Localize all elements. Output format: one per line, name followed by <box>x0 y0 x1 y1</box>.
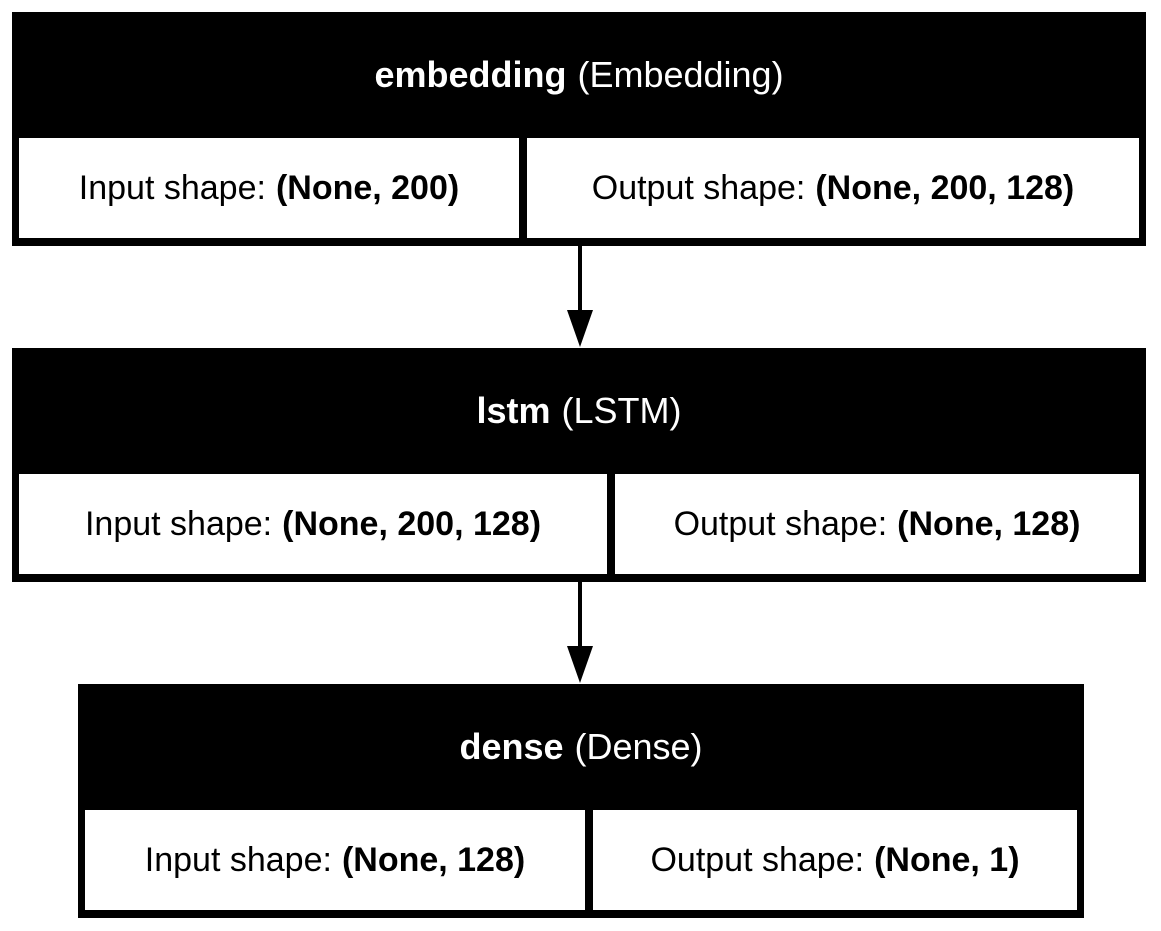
layer-lstm-output-shape-cell: Output shape: (None, 128) <box>615 474 1139 574</box>
arrow-lstm-to-dense <box>567 582 593 683</box>
input-shape-label: Input shape: <box>144 840 332 879</box>
layer-embedding-header: embedding (Embedding) <box>12 12 1146 138</box>
layer-embedding-name: embedding <box>374 54 567 95</box>
arrow-embedding-to-lstm <box>567 246 593 347</box>
layer-dense-type: (Dense) <box>574 726 703 767</box>
layer-embedding-box: embedding (Embedding) Input shape: (None… <box>12 12 1146 246</box>
layer-dense-name: dense <box>459 726 564 767</box>
input-shape-value: (None, 200) <box>275 168 460 207</box>
layer-embedding-type: (Embedding) <box>577 54 784 95</box>
input-shape-label: Input shape: <box>84 504 273 543</box>
output-shape-label: Output shape: <box>650 840 865 879</box>
layer-lstm-name: lstm <box>476 390 551 431</box>
layer-embedding-input-shape-cell: Input shape: (None, 200) <box>19 138 519 238</box>
layer-embedding-output-shape-cell: Output shape: (None, 200, 128) <box>527 138 1139 238</box>
output-shape-value: (None, 1) <box>874 840 1020 879</box>
output-shape-label: Output shape: <box>673 504 888 543</box>
layer-lstm-header: lstm (LSTM) <box>12 348 1146 474</box>
layer-lstm-box: lstm (LSTM) Input shape: (None, 200, 128… <box>12 348 1146 582</box>
output-shape-value: (None, 128) <box>897 504 1081 543</box>
layer-dense-output-shape-cell: Output shape: (None, 1) <box>593 810 1077 910</box>
layer-lstm-type: (LSTM) <box>561 390 682 431</box>
layer-lstm-input-shape-cell: Input shape: (None, 200, 128) <box>19 474 607 574</box>
layer-dense-box: dense (Dense) Input shape: (None, 128) O… <box>78 684 1084 918</box>
layer-dense-input-shape-cell: Input shape: (None, 128) <box>85 810 585 910</box>
output-shape-label: Output shape: <box>591 168 806 207</box>
input-shape-value: (None, 128) <box>341 840 526 879</box>
layer-dense-header: dense (Dense) <box>78 684 1084 810</box>
input-shape-value: (None, 200, 128) <box>282 504 542 543</box>
output-shape-value: (None, 200, 128) <box>815 168 1075 207</box>
input-shape-label: Input shape: <box>78 168 266 207</box>
